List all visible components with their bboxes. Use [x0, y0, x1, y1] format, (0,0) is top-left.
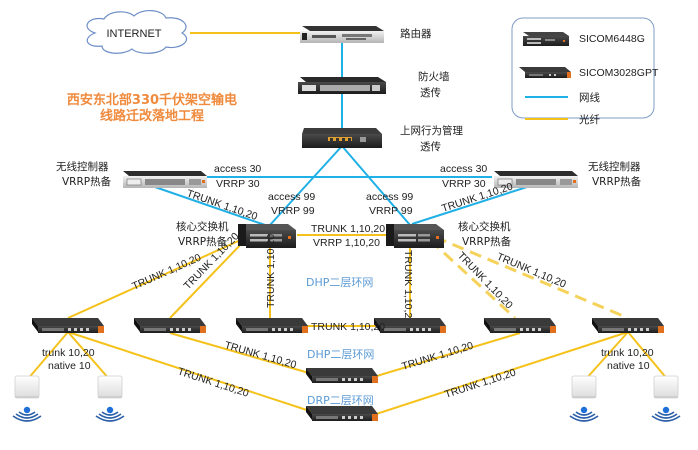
ap-left-trunk-label: trunk 10,20: [42, 347, 95, 359]
link-core-left-sw1: [67, 237, 246, 319]
vrrp30-left-label: VRRP 30: [216, 178, 260, 190]
router-icon: [300, 26, 384, 43]
trunk-sw3-sw4-label: TRUNK 1,10,20: [311, 321, 385, 333]
link-mgmt-core-right: [341, 145, 411, 226]
router[interactable]: 路由器: [300, 26, 432, 43]
trunk-sw2-dhp-label: TRUNK 1,10,20: [223, 339, 298, 371]
firewall-icon: [298, 77, 386, 94]
core-switch-right-icon: [386, 224, 444, 248]
core-right-vrrp-label: VRRP热备: [462, 235, 512, 248]
access-point-1[interactable]: [12, 375, 42, 422]
ap-right-trunk-label: trunk 10,20: [601, 347, 654, 359]
dhp-ring-switch[interactable]: [306, 368, 378, 383]
trunk-sw1-drp-label: TRUNK 1,10,20: [176, 365, 250, 399]
access-switch-5[interactable]: [484, 318, 556, 333]
legend-label-sicom3028gpt: SICOM3028GPT: [579, 67, 659, 79]
link-sw6-ap4: [627, 331, 669, 381]
link-dhp-sw5: [369, 332, 521, 379]
core-interlink-vrrp-label: VRRP 1,10,20: [313, 237, 380, 249]
access-point-3[interactable]: [569, 375, 599, 422]
wireless-controller-left[interactable]: 无线控制器 VRRP热备: [56, 160, 208, 189]
wlc-right-vrrp-label: VRRP热备: [592, 175, 642, 188]
access-switch-3[interactable]: [236, 318, 308, 333]
trunk-core-sw6-label: TRUNK 1,10,20: [495, 251, 568, 291]
vrrp99-left-label: VRRP 99: [271, 205, 315, 217]
trunk-wlc-left-label: TRUNK 1,10,20: [185, 187, 259, 223]
link-wlc-right-core-right: [411, 185, 531, 225]
ap-left-native-label: native 10: [48, 360, 91, 372]
vrrp30-right-label: VRRP 30: [442, 178, 486, 190]
legend-label-ethernet: 网线: [579, 91, 600, 104]
core-switch-right[interactable]: 核心交换机 VRRP热备: [386, 220, 512, 248]
firewall-label: 防火墙: [418, 70, 450, 83]
wireless-controller-right[interactable]: 无线控制器 VRRP热备: [493, 160, 642, 189]
wlc-left-vrrp-label: VRRP热备: [62, 175, 112, 188]
wlc-right-label: 无线控制器: [588, 160, 641, 173]
legend-label-sicom6448g: SICOM6448G: [579, 33, 645, 45]
core-switch-left[interactable]: 核心交换机 VRRP热备: [176, 220, 296, 248]
drp-ring-label: DRP二层环网: [307, 394, 374, 407]
access-switch-1[interactable]: [32, 318, 104, 333]
behavior-management-icon: [302, 128, 382, 148]
trunk-dhp-sw5-label: TRUNK 1,10,20: [400, 340, 475, 373]
link-sw1-ap2: [67, 331, 111, 381]
behavior-management[interactable]: 上网行为管理 透传: [302, 124, 463, 153]
trunk-drp-sw6-label: TRUNK 1,10,20: [443, 366, 517, 400]
link-core-right-sw5: [428, 238, 517, 320]
link-sw2-dhp: [169, 332, 317, 376]
access-switch-6[interactable]: [592, 318, 664, 333]
access99-left-label: access 99: [268, 191, 315, 203]
firewall[interactable]: 防火墙 透传: [298, 70, 450, 99]
wlc-left-label: 无线控制器: [56, 160, 109, 173]
switch-sicom6448g-icon: [523, 32, 569, 46]
access-point-2[interactable]: [95, 375, 125, 422]
internet-cloud: INTERNET: [86, 10, 188, 54]
dhp-ring-upper-label: DHP二层环网: [306, 276, 373, 289]
project-title-line1: 西安东北部330千伏架空输电: [67, 92, 237, 108]
legend-label-fiber: 光纤: [579, 113, 600, 126]
link-sw1-ap1: [26, 331, 69, 381]
link-core-left-sw2: [169, 239, 246, 319]
core-right-label: 核心交换机: [458, 220, 511, 233]
ap-right-native-label: native 10: [607, 360, 650, 372]
behavior-management-mode-label: 透传: [420, 141, 441, 153]
link-sw6-ap3: [584, 331, 629, 381]
behavior-management-label: 上网行为管理: [400, 124, 463, 137]
legend: SICOM6448G SICOM3028GPT 网线 光纤: [511, 17, 659, 126]
access99-right-label: access 99: [366, 191, 413, 203]
cloud-icon: [86, 10, 188, 54]
access-point-4[interactable]: [651, 375, 681, 422]
core-left-vrrp-label: VRRP热备: [178, 235, 228, 248]
switch-sicom3028gpt-icon: [519, 67, 571, 78]
wireless-controller-left-icon: [122, 170, 208, 189]
links: [26, 32, 669, 417]
trunk-core-sw4-label: TRUNK 1,10,20: [402, 250, 414, 324]
core-left-label: 核心交换机: [176, 220, 229, 233]
dhp-ring-lower-label: DHP二层环网: [307, 348, 374, 361]
drp-ring-switch[interactable]: [306, 406, 378, 421]
access-switch-2[interactable]: [134, 318, 206, 333]
access30-left-label: access 30: [214, 163, 261, 175]
project-title-line2: 线路迁改落地工程: [100, 108, 204, 124]
link-drp-sw6: [369, 331, 629, 417]
core-interlink-trunk-label: TRUNK 1,10,20: [311, 223, 385, 235]
firewall-mode-label: 透传: [420, 87, 441, 99]
access30-right-label: access 30: [440, 163, 487, 175]
link-wlc-left-core-left: [154, 186, 266, 226]
link-core-right-sw6: [434, 235, 629, 320]
link-mgmt-core-left: [269, 145, 343, 226]
router-label: 路由器: [400, 27, 432, 40]
internet-label: INTERNET: [107, 28, 162, 40]
vrrp99-right-label: VRRP 99: [369, 205, 413, 217]
link-sw1-drp: [67, 331, 317, 414]
trunk-core-sw3-label: TRUNK 1,10,20: [265, 234, 277, 308]
